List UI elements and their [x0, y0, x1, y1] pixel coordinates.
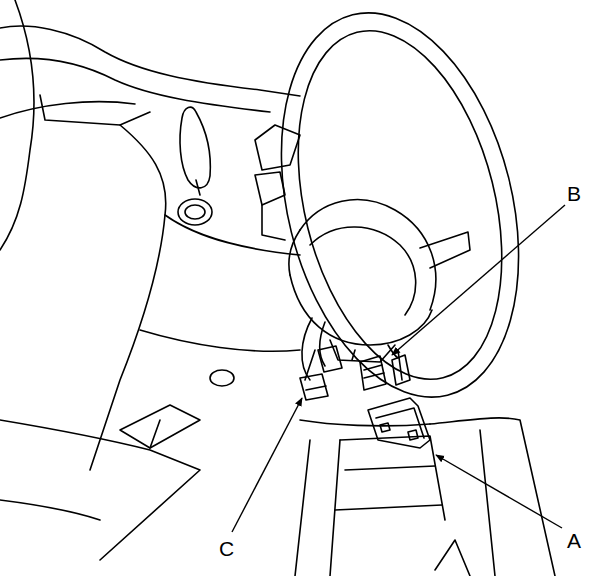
- leader-lines: [232, 205, 565, 532]
- callout-letter: A: [566, 530, 582, 551]
- callout-letter: B: [566, 183, 582, 204]
- dashboard-outline: [0, 0, 556, 576]
- leader-line: [232, 398, 302, 532]
- leader-line: [392, 205, 565, 355]
- callout-letter: C: [218, 538, 235, 559]
- leader-line: [436, 455, 562, 528]
